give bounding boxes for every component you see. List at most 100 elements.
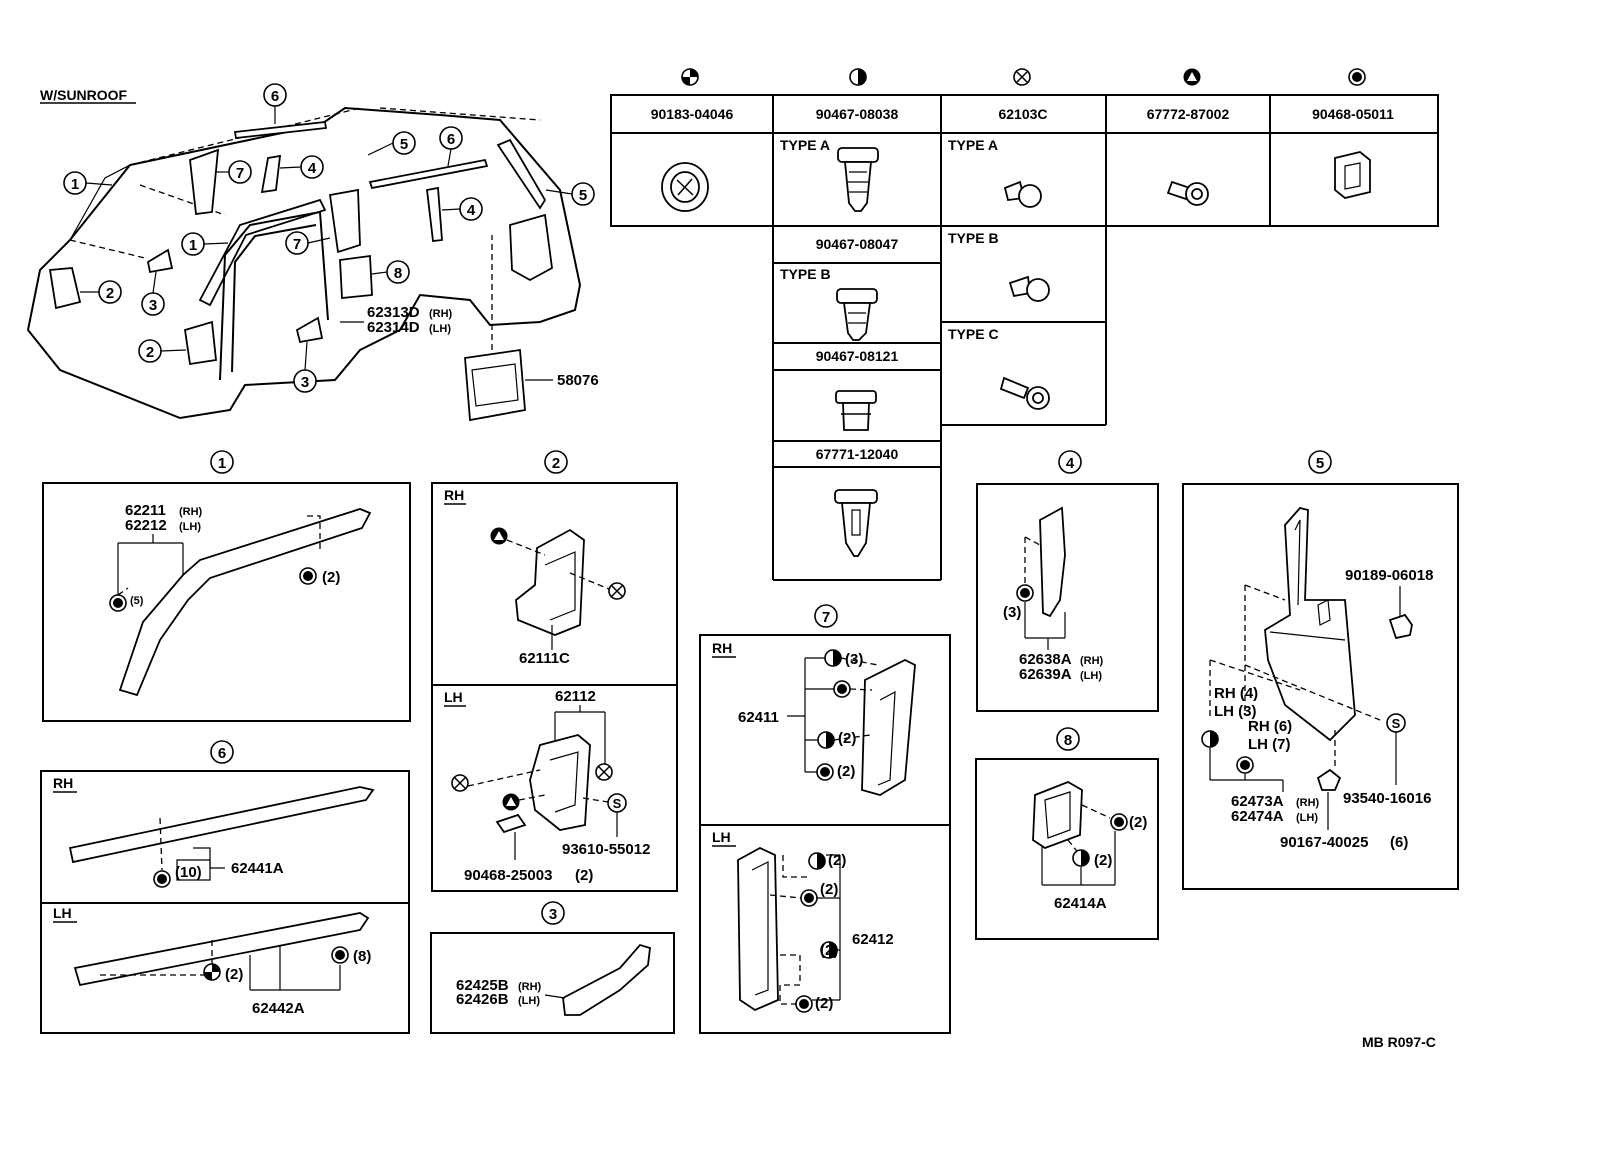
p7-lh-icon-dot-b (795, 995, 813, 1013)
p6-part-lh: 62442A (252, 1000, 305, 1017)
panel-6: 6 RH (10) 62441A LH (2) (8) 62442A (40, 740, 410, 1034)
part-62314d: 62314D (367, 319, 420, 336)
p5-clip-shape (1388, 613, 1413, 640)
panel-7-number: 7 (814, 604, 838, 628)
callout-4b[interactable]: 4 (459, 197, 483, 221)
callout-5a[interactable]: 5 (392, 131, 416, 155)
part-58076: 58076 (557, 372, 599, 389)
p7-lh-qty-b: (2) (820, 881, 838, 898)
p2-clip-qty: (2) (575, 867, 593, 884)
part-62313d: 62313D (367, 304, 420, 321)
p7-rh-qty-c: (2) (837, 763, 855, 780)
panel-2: 2 RH 62111C LH 62112 93610-55012 90468-2… (431, 450, 678, 892)
p6-qty-lh-a: (2) (225, 966, 243, 983)
p7-lh-qty-c: (2) (820, 942, 838, 959)
callout-6a[interactable]: 6 (263, 83, 287, 107)
door-opening (219, 210, 329, 381)
p2-clip-part-no: 90468-25003 (464, 867, 552, 884)
fastener-2-part: 90467-08038 (816, 106, 899, 122)
svg-text:2: 2 (106, 285, 114, 302)
p3-part-b: 62426B (456, 991, 509, 1008)
clip-90468 (1334, 151, 1371, 199)
p2-rh-label: RH (444, 487, 464, 503)
p6-part-rh: 62441A (231, 860, 284, 877)
p2-rh-clip-tri (490, 527, 508, 545)
clip-type-b (836, 288, 878, 341)
svg-text:5: 5 (1316, 455, 1324, 472)
p6-rh-label: RH (53, 775, 73, 791)
part-62313d-rh: (RH) (429, 308, 453, 320)
p7-rh-icon-half-b (817, 731, 835, 749)
callout-1a[interactable]: 1 (63, 171, 87, 195)
p2-lh-clip-tri (502, 793, 520, 811)
callout-1b[interactable]: 1 (181, 232, 205, 256)
panel-5-number: 5 (1308, 450, 1332, 474)
dot-circle-icon (1348, 68, 1366, 86)
roof-side-rail (118, 508, 372, 697)
overview-dash-2 (69, 239, 146, 259)
panel-8: 8 (2) (2) 62414A (975, 727, 1159, 940)
p5-rh: (RH) (1296, 797, 1320, 809)
svg-text:2: 2 (146, 344, 154, 361)
fastener-3-type: TYPE A (948, 137, 998, 153)
svg-text:6: 6 (271, 88, 279, 105)
fastener-3-part: 62103C (998, 106, 1047, 122)
callout-5b[interactable]: 5 (571, 182, 595, 206)
pillar-piece-4a (260, 154, 282, 194)
callout-2b[interactable]: 2 (138, 339, 162, 363)
p5-rh4: RH (4) (1214, 685, 1258, 702)
p5-nut-part: 90167-40025 (1280, 834, 1368, 851)
callout-7b[interactable]: 7 (285, 231, 309, 255)
p8-half-icon (1072, 849, 1090, 867)
p2-screw-part: 93610-55012 (562, 841, 650, 858)
p5-half-icon (1201, 730, 1219, 748)
fastener-3b-type: TYPE B (948, 230, 999, 246)
svg-text:8: 8 (394, 265, 402, 282)
p6-qty-lh-b: (8) (353, 948, 371, 965)
svg-text:7: 7 (236, 165, 244, 182)
p2-lh-label: LH (444, 689, 463, 705)
callout-8[interactable]: 8 (386, 260, 410, 284)
p6-clip-icon-rh (153, 870, 171, 888)
p5-clip-part: 90189-06018 (1345, 567, 1433, 584)
callout-2a[interactable]: 2 (98, 280, 122, 304)
p2-lh-clip-x-b (595, 763, 613, 781)
pillar-piece-4b (426, 186, 443, 242)
svg-text:6: 6 (447, 131, 455, 148)
svg-text:3: 3 (149, 297, 157, 314)
svg-text:4: 4 (1066, 455, 1075, 472)
p8-qty-a: (2) (1129, 814, 1147, 831)
grommet-90183 (661, 162, 709, 212)
panel-5: 5 90189-06018 RH (4) LH (3) RH (6) LH (7… (1182, 450, 1459, 890)
p2-lh-screw-icon (607, 793, 627, 813)
callout-6b[interactable]: 6 (439, 126, 463, 150)
panel-2-number: 2 (544, 450, 568, 474)
p5-lh: (LH) (1296, 812, 1318, 824)
callout-7a[interactable]: 7 (228, 160, 252, 184)
p3-rh: (RH) (518, 981, 542, 993)
panel-6-number: 6 (210, 740, 234, 764)
callout-4a[interactable]: 4 (300, 155, 324, 179)
p3-lh: (LH) (518, 995, 540, 1007)
p7-rh-icon-dot-b (816, 763, 834, 781)
b-pillar-trim (328, 188, 361, 254)
front-pillar-upper (189, 148, 220, 216)
callout-3b[interactable]: 3 (293, 369, 317, 393)
fastener-2b-type: TYPE B (780, 266, 831, 282)
p5-screw-part: 93540-16016 (1343, 790, 1431, 807)
p4-rh: (RH) (1080, 655, 1104, 667)
screw-67772 (1166, 180, 1209, 206)
p7-lh-qty-a: (2) (828, 852, 846, 869)
p6-lh-label: LH (53, 905, 72, 921)
p8-clip-icon (1110, 813, 1128, 831)
p5-lh3: LH (3) (1214, 703, 1257, 720)
half-circle-icon (849, 68, 867, 86)
cowl-side-trim-door (183, 320, 217, 366)
callout-3a[interactable]: 3 (141, 292, 165, 316)
storage-box (464, 348, 526, 422)
clip-62103c-a (1003, 180, 1042, 208)
panel-7: 7 RH (3) (2) (2) 62411 LH (2) (2) (2) (2… (699, 604, 951, 1034)
p4-part-a: 62638A (1019, 651, 1072, 668)
kick-panel-rear (295, 316, 324, 344)
